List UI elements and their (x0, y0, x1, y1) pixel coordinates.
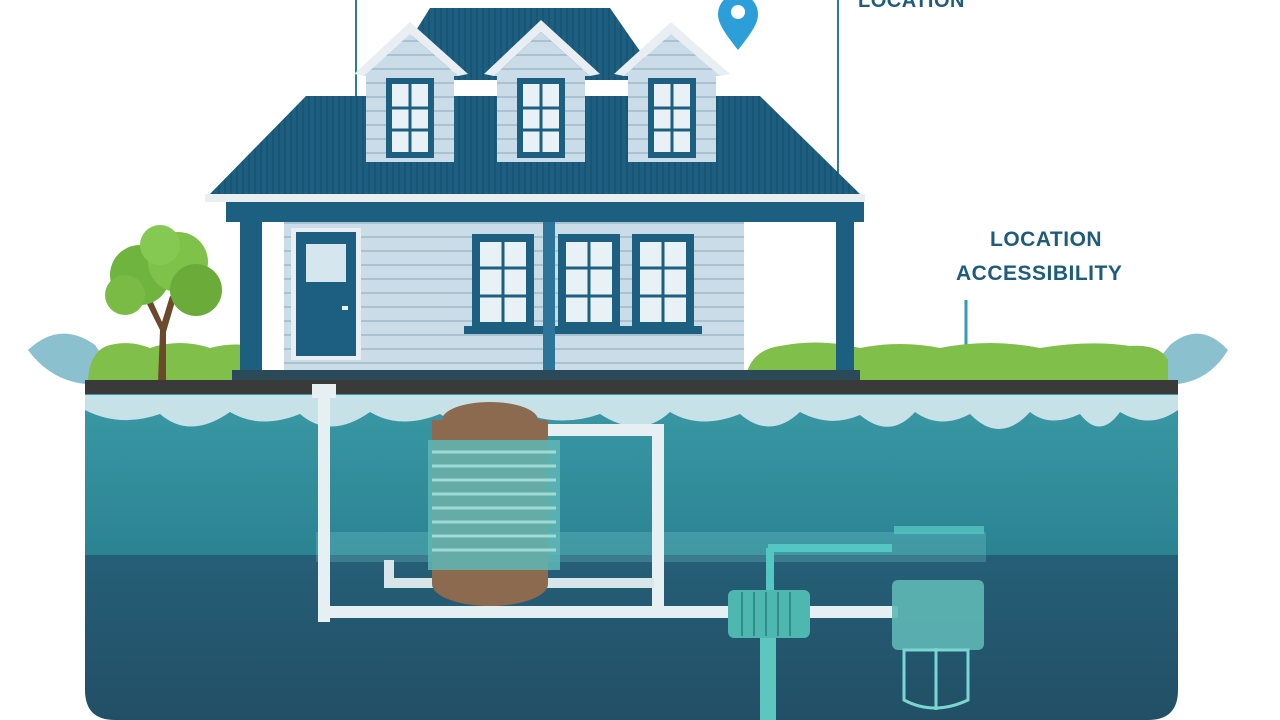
dormer-right (614, 22, 730, 162)
label-location-top: LOCATION (858, 0, 965, 12)
window-ground-2 (558, 234, 620, 328)
location-pin-icon (718, 0, 758, 50)
house (205, 8, 865, 380)
ground-surface (85, 380, 1178, 394)
dormer-center (484, 20, 600, 162)
window-ground-1 (472, 234, 534, 328)
sump-basin (892, 580, 984, 650)
label-accessibility: ACCESSIBILITY (956, 262, 1123, 285)
pump-motor (728, 590, 810, 638)
porch-column (543, 222, 555, 378)
grass-left (88, 343, 262, 380)
dormer-left (354, 22, 468, 162)
label-location: LOCATION (990, 228, 1103, 251)
porch-column (240, 222, 262, 378)
window-ground-3 (632, 234, 694, 328)
water-foam (85, 395, 1178, 430)
porch-column (836, 222, 854, 378)
tree (105, 225, 222, 382)
sump-system (312, 384, 986, 720)
